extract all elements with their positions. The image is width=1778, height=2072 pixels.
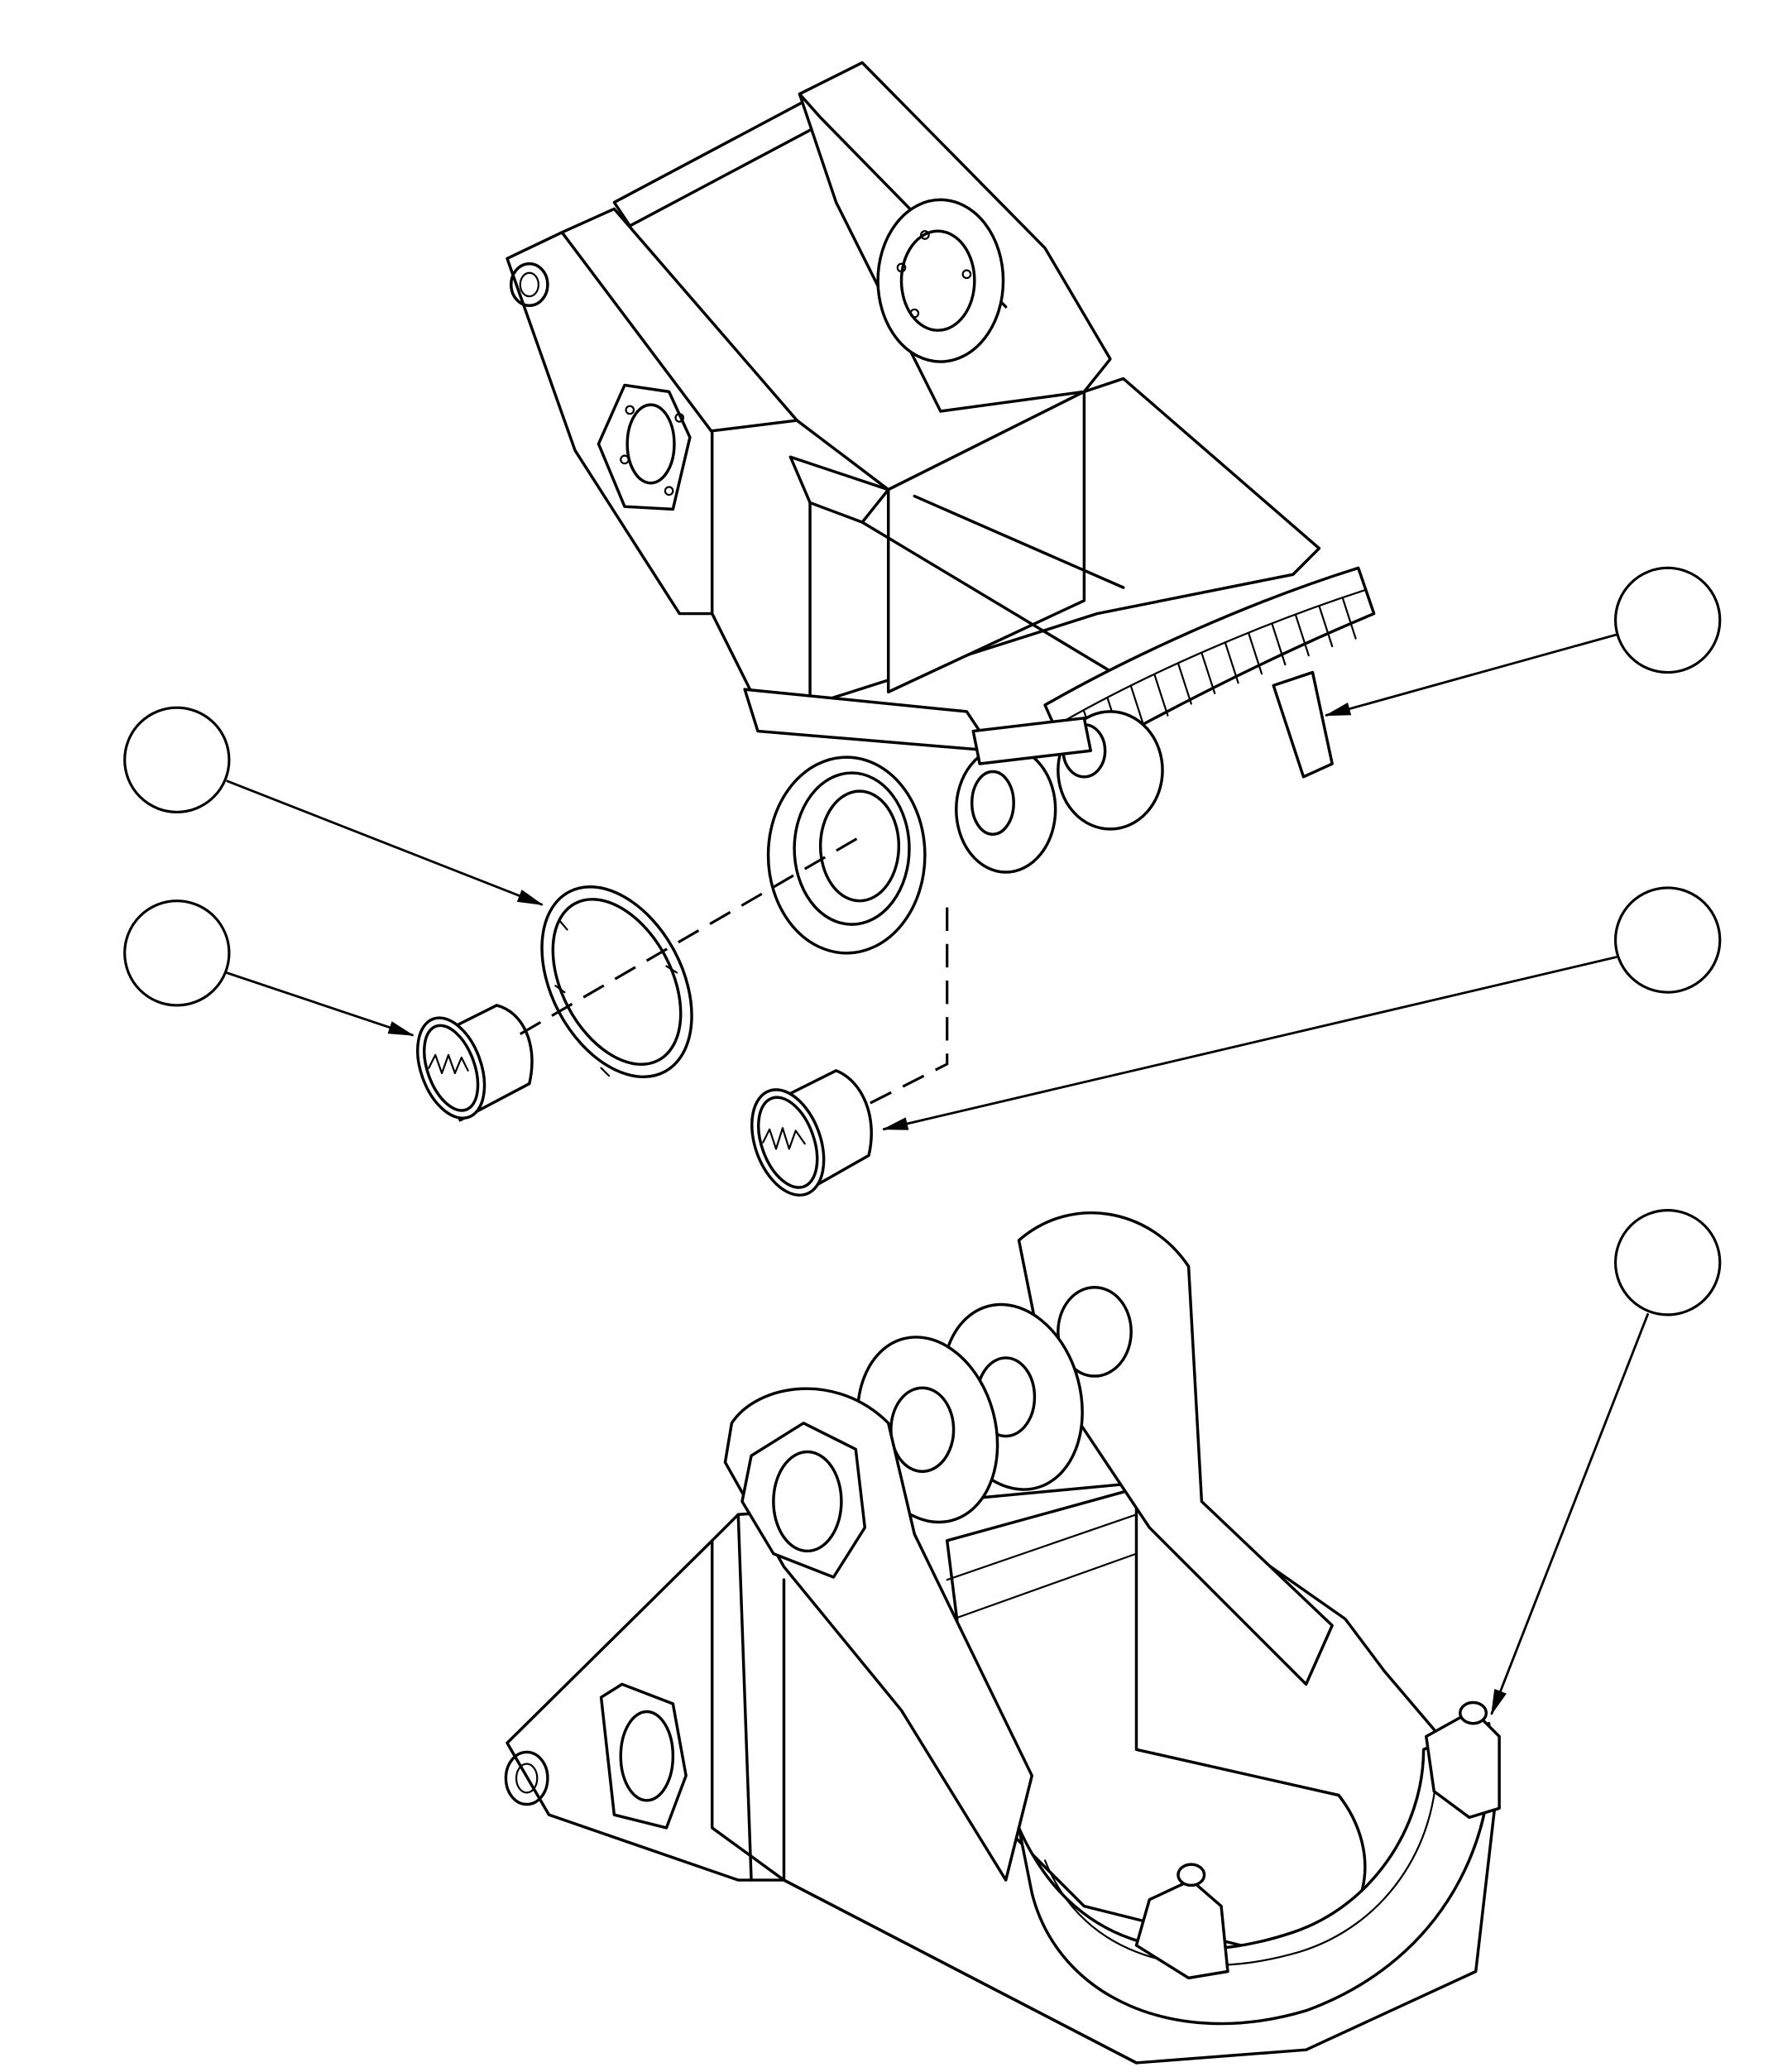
balloon-4 [881,886,1722,1131]
bushing-left [416,1004,534,1122]
callouts [123,566,1722,1716]
upper-bracket [506,60,1376,955]
balloon-5 [1490,1209,1722,1716]
balloon-2 [123,706,544,906]
center-lines [519,834,949,1109]
lower-base-bracket [504,1211,1501,2065]
bushing-right [750,1069,873,1197]
balloon-3 [123,899,415,1037]
balloon-1 [1324,566,1722,717]
thrust-washer [540,885,693,1079]
